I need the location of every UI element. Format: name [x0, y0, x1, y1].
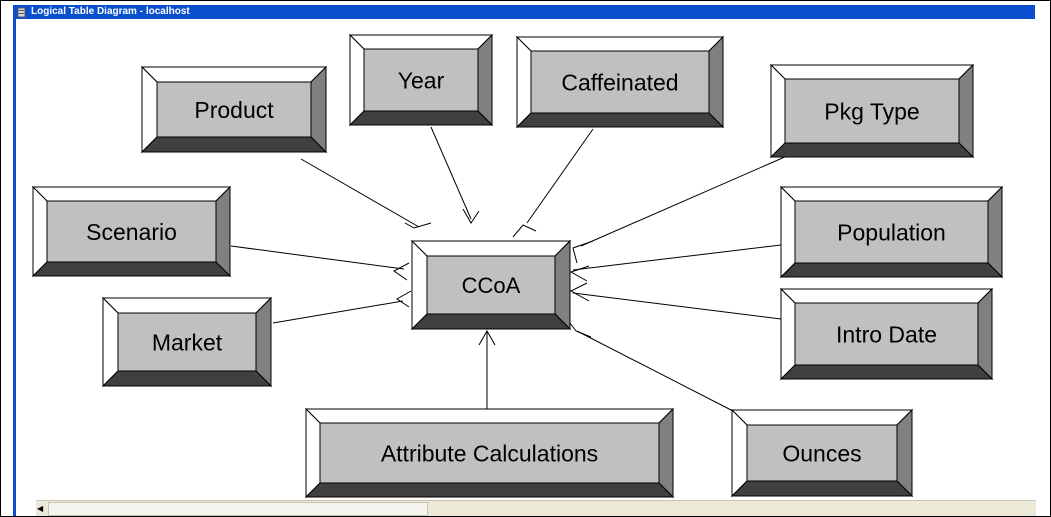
crows-foot-icon	[512, 224, 537, 238]
title-bar[interactable]: Logical Table Diagram - localhost	[13, 5, 1035, 19]
app-icon	[17, 7, 26, 17]
table-label-pkg-type: Pkg Type	[824, 98, 919, 124]
relationship-line-market	[272, 300, 404, 324]
relationship-line-population	[572, 244, 782, 271]
relationship-line-product	[300, 158, 420, 228]
table-label-scenario: Scenario	[86, 219, 177, 245]
table-box-caffeinated[interactable]: Caffeinated	[515, 35, 725, 129]
table-box-pkg-type[interactable]: Pkg Type	[769, 63, 975, 159]
crows-foot-icon	[478, 329, 496, 346]
table-label-caffeinated: Caffeinated	[561, 69, 678, 95]
relationship-line-caffeinated	[526, 128, 594, 224]
scrollbar-thumb[interactable]	[48, 502, 428, 516]
table-box-product[interactable]: Product	[140, 65, 328, 154]
table-box-attribute-calculations[interactable]: Attribute Calculations	[304, 407, 675, 499]
crows-foot-icon	[396, 290, 412, 308]
table-label-attribute-calculations: Attribute Calculations	[381, 440, 598, 466]
table-label-ounces: Ounces	[782, 440, 861, 466]
table-label-market: Market	[152, 329, 223, 355]
crows-foot-icon	[462, 208, 480, 224]
table-box-year[interactable]: Year	[348, 33, 494, 127]
relationship-line-intro-date	[572, 292, 782, 320]
relationship-line-scenario	[230, 245, 405, 270]
crows-foot-icon	[572, 240, 594, 264]
relationship-line-ounces	[576, 330, 734, 412]
crows-foot-icon	[569, 282, 590, 302]
crows-foot-icon	[569, 265, 590, 282]
table-box-ccoa[interactable]: CCoA	[410, 239, 572, 331]
window-border	[13, 19, 1035, 516]
table-label-ccoa: CCoA	[462, 273, 521, 298]
scroll-left-arrow-icon[interactable]: ◀	[37, 504, 44, 513]
table-box-population[interactable]: Population	[779, 185, 1004, 279]
crows-foot-icon	[404, 222, 432, 229]
table-box-market[interactable]: Market	[101, 296, 273, 388]
crows-foot-icon	[393, 262, 410, 281]
window-title: Logical Table Diagram - localhost	[31, 6, 190, 17]
relationship-line-year	[430, 126, 472, 220]
table-label-intro-date: Intro Date	[836, 321, 937, 347]
table-box-ounces[interactable]: Ounces	[730, 408, 914, 498]
crows-foot-icon	[566, 318, 592, 338]
table-label-population: Population	[837, 219, 946, 245]
table-label-year: Year	[398, 67, 445, 93]
table-box-intro-date[interactable]: Intro Date	[779, 287, 994, 381]
table-box-scenario[interactable]: Scenario	[31, 185, 232, 278]
relationship-line-pkg-type	[580, 155, 788, 247]
horizontal-scrollbar[interactable]: ◀	[36, 500, 1036, 516]
table-label-product: Product	[194, 97, 274, 123]
